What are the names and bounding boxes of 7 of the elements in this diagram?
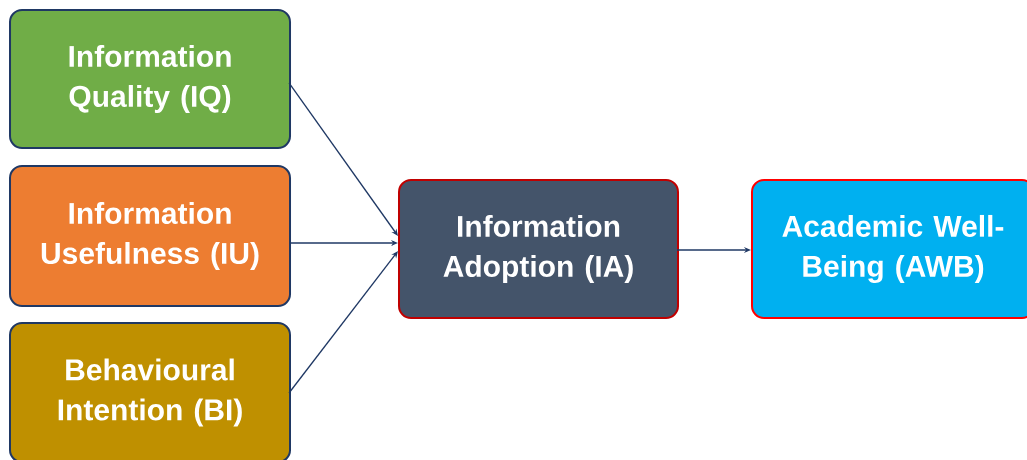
arrow	[288, 82, 398, 236]
process-box: Information Quality (IQ)	[9, 9, 291, 149]
process-box: Behavioural Intention (BI)	[9, 322, 291, 460]
process-box: Information Usefulness (IU)	[9, 165, 291, 307]
process-box: Academic Well-Being (AWB)	[751, 179, 1027, 319]
arrow	[288, 251, 398, 394]
process-box: Information Adoption (IA)	[398, 179, 679, 319]
